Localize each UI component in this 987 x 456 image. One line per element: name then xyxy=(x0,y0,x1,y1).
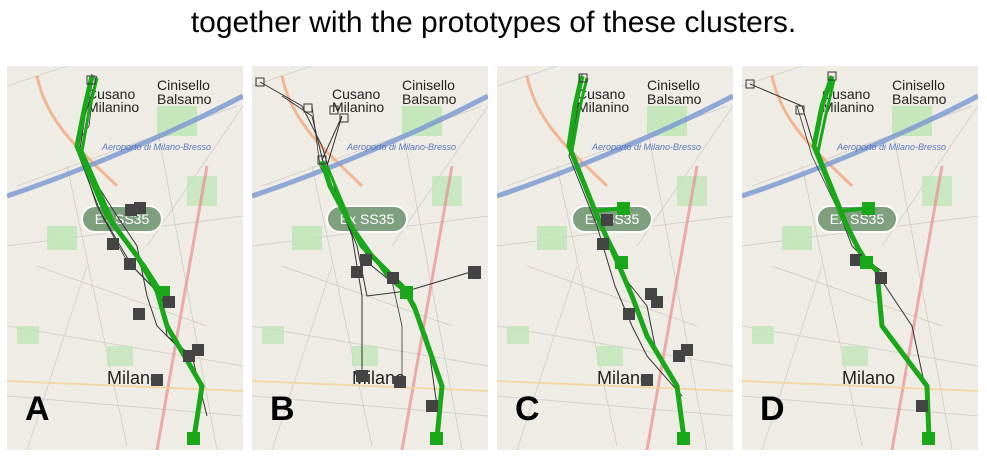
endpoint-marker xyxy=(86,75,96,85)
endpoint-marker xyxy=(151,374,163,386)
town-label-balsamo: Balsamo xyxy=(402,91,457,107)
road-shield-label: Ex SS35 xyxy=(830,211,885,227)
map-panel-b: Ex SS35 Cusano Milanino Cinisello Balsam… xyxy=(252,66,488,450)
town-label-cinisello: Cinisello xyxy=(402,77,455,93)
panel-letter: B xyxy=(270,390,295,428)
panel-letter: D xyxy=(760,390,785,428)
prototype-a xyxy=(74,75,205,439)
town-label-cusano: Cusano xyxy=(332,86,380,102)
cluster-endpoints-a xyxy=(86,75,204,445)
endpoint-marker xyxy=(157,286,170,299)
endpoint-marker xyxy=(862,202,875,215)
town-label-cinisello: Cinisello xyxy=(892,77,945,93)
endpoint-marker xyxy=(329,105,339,115)
endpoint-marker xyxy=(916,400,928,412)
cluster-endpoints-c xyxy=(578,73,693,445)
endpoint-marker xyxy=(133,308,145,320)
town-label-cusano: Cusano xyxy=(577,86,625,102)
endpoint-marker xyxy=(255,77,265,87)
prototype-path xyxy=(80,77,165,295)
airport-label: Aeroporto di Milano-Bresso xyxy=(101,142,211,152)
prototype-path xyxy=(325,165,409,296)
road-shield-label: Ex SS35 xyxy=(340,211,395,227)
endpoint-marker xyxy=(426,400,438,412)
map-svg-c: Ex SS35 Cusano Milanino Cinisello Balsam… xyxy=(497,66,733,450)
endpoint-marker xyxy=(860,256,873,269)
endpoint-marker xyxy=(124,258,136,270)
endpoint-marker xyxy=(641,374,653,386)
town-label-milanino: Milanino xyxy=(822,99,874,115)
map-panel-a: Ex SS35 Cusano Milanino Cinisello Balsam… xyxy=(7,66,243,450)
endpoint-marker xyxy=(623,308,635,320)
city-label-milano: Milano xyxy=(107,368,160,388)
airport-label: Aeroporto di Milano-Bresso xyxy=(346,142,456,152)
city-label-milano: Milano xyxy=(597,368,650,388)
endpoint-marker xyxy=(394,376,406,388)
endpoint-marker xyxy=(360,254,372,266)
cluster-endpoints-b xyxy=(255,77,481,445)
endpoint-marker xyxy=(317,155,327,165)
map-panel-c: Ex SS35 Cusano Milanino Cinisello Balsam… xyxy=(497,66,733,450)
endpoint-marker xyxy=(578,73,588,83)
map-svg-a: Ex SS35 Cusano Milanino Cinisello Balsam… xyxy=(7,66,243,450)
endpoint-marker xyxy=(107,238,119,250)
endpoint-marker xyxy=(827,71,837,81)
endpoint-marker xyxy=(134,202,146,214)
cluster-endpoints-d xyxy=(745,71,935,445)
airport-label: Aeroporto di Milano-Bresso xyxy=(836,142,946,152)
panel-letter: C xyxy=(515,390,540,428)
endpoint-marker xyxy=(303,103,313,113)
endpoint-marker xyxy=(850,254,862,266)
map-svg-b: Ex SS35 Cusano Milanino Cinisello Balsam… xyxy=(252,66,488,450)
endpoint-marker xyxy=(430,432,443,445)
town-label-balsamo: Balsamo xyxy=(892,91,947,107)
town-label-balsamo: Balsamo xyxy=(157,91,212,107)
town-label-cinisello: Cinisello xyxy=(157,77,210,93)
town-label-cusano: Cusano xyxy=(822,86,870,102)
panel-letter: A xyxy=(25,390,50,428)
map-svg-d: Ex SS35 Cusano Milanino Cinisello Balsam… xyxy=(742,66,978,450)
endpoint-marker xyxy=(387,272,399,284)
endpoint-marker xyxy=(468,266,481,279)
airport-label: Aeroporto di Milano-Bresso xyxy=(591,142,701,152)
endpoint-marker xyxy=(400,286,413,299)
endpoint-marker xyxy=(601,214,613,226)
base-map: Ex SS35 Cusano Milanino Cinisello Balsam… xyxy=(252,66,488,450)
town-label-balsamo: Balsamo xyxy=(647,91,702,107)
endpoint-marker xyxy=(192,344,204,356)
endpoint-marker xyxy=(597,238,609,250)
figure-caption: together with the prototypes of these cl… xyxy=(190,6,797,39)
endpoint-marker xyxy=(651,296,663,308)
town-label-cusano: Cusano xyxy=(87,86,135,102)
city-label-milano: Milano xyxy=(842,368,895,388)
endpoint-marker xyxy=(922,432,935,445)
town-label-cinisello: Cinisello xyxy=(647,77,700,93)
endpoint-marker xyxy=(615,256,628,269)
town-label-milanino: Milanino xyxy=(87,99,139,115)
endpoint-marker xyxy=(677,432,690,445)
endpoint-marker xyxy=(339,113,349,123)
endpoint-marker xyxy=(351,266,363,278)
town-label-milanino: Milanino xyxy=(577,99,629,115)
endpoint-marker xyxy=(356,370,368,382)
endpoint-marker xyxy=(681,344,693,356)
endpoint-marker xyxy=(187,432,200,445)
endpoint-marker xyxy=(795,105,805,115)
prototype-path xyxy=(816,79,869,262)
endpoint-marker xyxy=(875,272,887,284)
endpoint-marker xyxy=(163,296,175,308)
town-label-milanino: Milanino xyxy=(332,99,384,115)
endpoint-marker xyxy=(745,79,755,89)
map-panel-d: Ex SS35 Cusano Milanino Cinisello Balsam… xyxy=(742,66,978,450)
base-map: Ex SS35 Cusano Milanino Cinisello Balsam… xyxy=(7,66,243,450)
endpoint-marker xyxy=(617,202,630,215)
